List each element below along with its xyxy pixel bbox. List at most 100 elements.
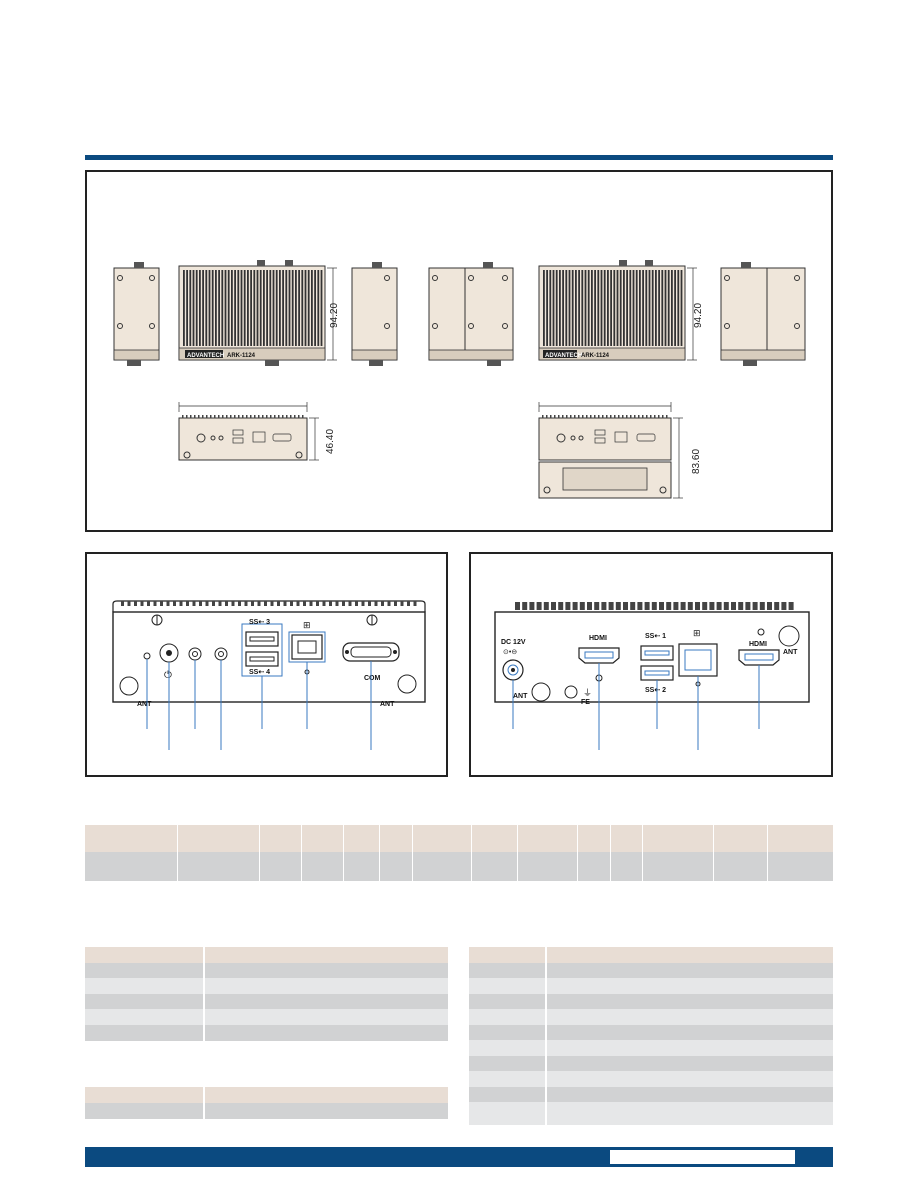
table-column-divider [259, 825, 260, 881]
usb-port-2-label: SS⇠ 2 [645, 687, 666, 694]
table-row [469, 1056, 833, 1071]
usb-port-1-label: SS⇠ 1 [645, 633, 666, 640]
table-cell-divider [545, 994, 547, 1009]
height-dimension-1: 94.20 [329, 303, 340, 328]
model-label-2: ARK-1124 [581, 353, 610, 359]
rear-antenna-right-label: ANT [783, 649, 798, 656]
table-row [469, 1071, 833, 1087]
antenna-hole-right [397, 674, 417, 694]
table-column-divider [577, 825, 578, 881]
ordering-table-header [85, 825, 833, 852]
table-cell-divider [545, 1087, 547, 1102]
antenna-hole-left [119, 676, 139, 696]
power-symbol-icon: ⏻ [164, 670, 172, 681]
usb-port-4 [245, 651, 279, 667]
table-row [85, 978, 448, 994]
usb-port-3-label: SS⇠ 3 [249, 619, 270, 626]
table-column-divider [767, 825, 768, 881]
table-column-divider [610, 825, 611, 881]
header-accent-bar [85, 155, 833, 160]
front-io-panel: ⏻ SS⇠ 3 SS⇠ 4 ⊞ COM ANT ANT [85, 552, 448, 777]
table-cell-divider [545, 1102, 547, 1125]
table-cell-divider [545, 1056, 547, 1071]
height-dimension-2: 94.20 [693, 303, 704, 328]
table-row [85, 1009, 448, 1025]
table-column-divider [471, 825, 472, 881]
front-view-2: ADVANTECH ARK-1124 94.20 [538, 260, 704, 361]
table-row [469, 1040, 833, 1056]
table-row [469, 994, 833, 1009]
table-column-divider [301, 825, 302, 881]
brand-label-1: ADVANTECH [187, 353, 224, 359]
brand-label-2: ADVANTECH [545, 353, 582, 359]
table-column-divider [517, 825, 518, 881]
ordering-table-row [85, 852, 833, 881]
table-row [469, 1102, 833, 1125]
ground-symbol-icon: ⏚ [583, 688, 592, 698]
fe-label: FE [581, 699, 590, 706]
table-cell-divider [203, 1087, 205, 1103]
lan-icon: ⊞ [303, 620, 311, 630]
table-column-divider [177, 825, 178, 881]
hdmi-port-1 [578, 647, 620, 664]
table-cell-divider [203, 978, 205, 994]
top-view-2: 83.60 [538, 402, 702, 499]
lan-port [291, 634, 323, 660]
table-cell-divider [203, 994, 205, 1009]
table-cell-divider [545, 1009, 547, 1025]
table-cell-divider [545, 963, 547, 978]
table-row [469, 963, 833, 978]
usb-port-1 [640, 645, 674, 661]
rear-io-drawing: DC 12V ⊙•⊖ ANT HDMI FE ⏚ SS⇠ 1 SS⇠ 2 ⊞ H… [494, 602, 810, 750]
front-io-drawing: ⏻ SS⇠ 3 SS⇠ 4 ⊞ COM ANT ANT [112, 600, 426, 750]
table-cell-divider [203, 1009, 205, 1025]
spec-table-right [469, 947, 833, 1125]
front-view-1: ADVANTECH ARK-1124 94.20 [178, 260, 340, 366]
side-view-left-2 [428, 262, 514, 366]
rear-lan-icon: ⊞ [693, 628, 701, 638]
table-column-divider [412, 825, 413, 881]
table-cell-divider [545, 1040, 547, 1056]
table-column-divider [642, 825, 643, 881]
side-view-right-2 [720, 262, 806, 366]
table-row [469, 1025, 833, 1040]
rear-antenna-hole-left [531, 682, 551, 702]
ground-screw-icon [564, 685, 578, 699]
rear-io-panel: DC 12V ⊙•⊖ ANT HDMI FE ⏚ SS⇠ 1 SS⇠ 2 ⊞ H… [469, 552, 833, 777]
table-cell-divider [203, 947, 205, 963]
com-port-label: COM [364, 675, 381, 682]
footer-label-box [610, 1150, 795, 1164]
table-cell-divider [545, 947, 547, 963]
hdmi-1-label: HDMI [589, 635, 607, 642]
table-header-row [85, 947, 448, 963]
table-row [469, 1087, 833, 1102]
spec-table-left-1 [85, 947, 448, 1041]
dc-in-label: DC 12V [501, 639, 526, 646]
table-cell-divider [203, 1025, 205, 1041]
table-cell-divider [203, 1103, 205, 1119]
usb-port-3 [245, 631, 279, 647]
dc-polarity-icon: ⊙•⊖ [503, 649, 517, 656]
dimension-drawing: ADVANTECH ARK-1124 94.20 [113, 260, 806, 499]
table-row [85, 1025, 448, 1041]
rear-antenna-left-label: ANT [513, 693, 528, 700]
top-view-1: 46.40 [178, 402, 336, 461]
rear-antenna-hole-right [778, 625, 800, 647]
table-row [85, 994, 448, 1009]
table-column-divider [713, 825, 714, 881]
ordering-table [85, 825, 833, 881]
depth-dimension-2: 83.60 [691, 449, 702, 474]
antenna-right-label: ANT [380, 701, 395, 708]
table-header-row [85, 1087, 448, 1103]
depth-dimension-1: 46.40 [325, 429, 336, 454]
table-row [85, 1103, 448, 1119]
table-header-row [469, 947, 833, 963]
dimensions-panel: ADVANTECH ARK-1124 94.20 [85, 170, 833, 532]
model-label-1: ARK-1124 [227, 353, 256, 359]
table-row [469, 1009, 833, 1025]
table-cell-divider [203, 963, 205, 978]
table-cell-divider [545, 1071, 547, 1087]
spec-table-left-2 [85, 1087, 448, 1119]
hdmi-port-2 [738, 649, 780, 666]
table-row [85, 963, 448, 978]
